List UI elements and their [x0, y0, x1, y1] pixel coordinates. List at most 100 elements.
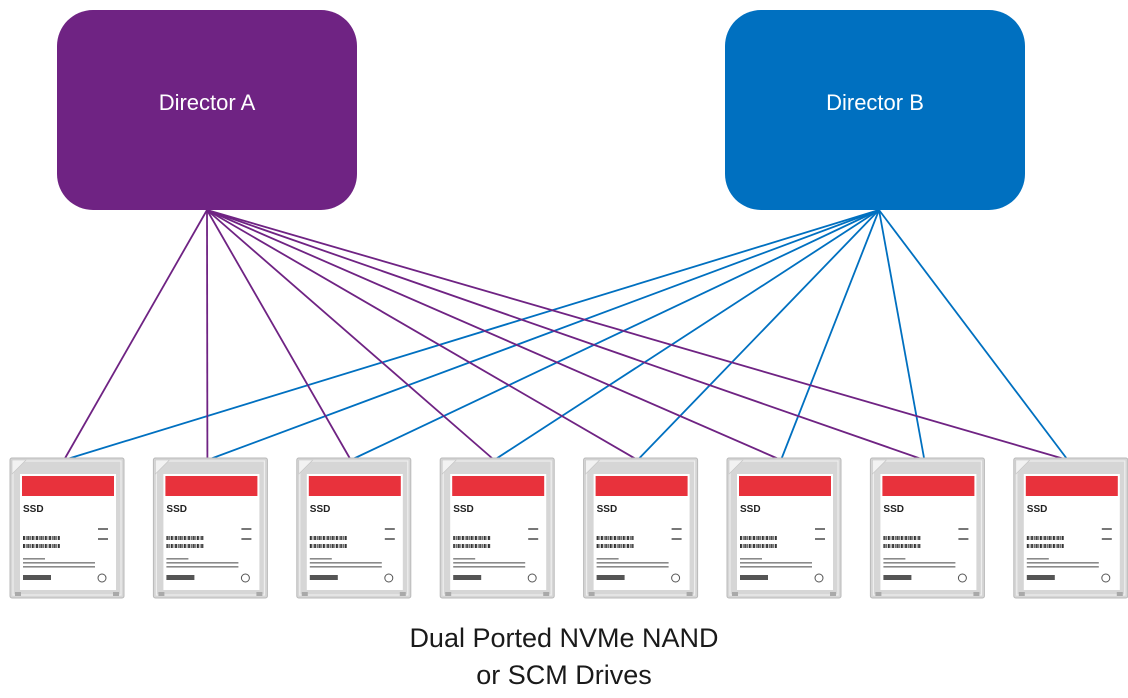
drive-barcode-2 — [740, 544, 777, 548]
drive-fine-print-mark — [671, 528, 682, 530]
drive-fine-print-line — [740, 566, 812, 568]
drive-cert-marks — [23, 575, 51, 580]
drive-cert-marks — [166, 575, 195, 580]
drive-barcode-1 — [740, 536, 777, 540]
drive-screw-notch — [973, 592, 980, 596]
link-director-a-drive-6 — [206, 209, 782, 461]
drive-screw-notch — [543, 592, 550, 596]
drive-cert-circle — [97, 573, 107, 583]
drive-barcode-1 — [883, 536, 921, 540]
drive-barcode-1 — [166, 536, 204, 540]
drive-fine-print-line — [166, 558, 189, 560]
drive-fine-print-mark — [384, 538, 395, 540]
drive-screw-notch — [445, 592, 452, 596]
drive-fine-print-mark — [384, 528, 395, 530]
link-director-b-drive-3 — [350, 209, 880, 461]
drive-casing-edge — [872, 460, 983, 596]
link-director-a-drive-7 — [206, 209, 925, 461]
drive-barcode-1 — [596, 536, 634, 540]
drive-fine-print-line — [23, 562, 95, 564]
drive-corner-tab — [11, 459, 27, 475]
drive-ssd-label: SSD — [23, 504, 44, 515]
drive-corner-tab — [441, 459, 457, 475]
caption: Dual Ported NVMe NAND or SCM Drives — [0, 620, 1128, 694]
link-director-b-drive-1 — [63, 209, 880, 461]
drive-cert-marks — [309, 575, 338, 580]
drive-ssd-label: SSD — [740, 504, 761, 515]
ssd-drive-4: SSD — [439, 457, 555, 599]
drive-fine-print-mark — [1101, 528, 1112, 530]
drive-ssd-label: SSD — [883, 504, 904, 515]
drive-fine-print-mark — [528, 528, 539, 530]
drive-cert-marks — [1026, 575, 1055, 580]
drive-casing-edge — [12, 460, 122, 596]
drive-fine-print-line — [596, 566, 669, 568]
drive-fine-print-line — [23, 566, 95, 568]
drive-fine-print-mark — [241, 528, 252, 530]
link-director-b-drive-7 — [878, 209, 926, 461]
drive-fine-print-line — [883, 558, 906, 560]
ssd-drive-1: SSD — [9, 457, 125, 599]
drive-red-band — [452, 476, 545, 496]
drive-fine-print-mark — [98, 538, 108, 540]
ssd-drive-8: SSD — [1013, 457, 1128, 599]
drive-fine-print-line — [740, 562, 812, 564]
drive-fine-print-mark — [958, 538, 969, 540]
drive-barcode-1 — [23, 536, 60, 540]
drive-cert-circle — [384, 573, 394, 583]
link-director-a-drive-5 — [206, 209, 639, 461]
drive-casing-edge — [585, 460, 696, 596]
link-director-a-drive-8 — [206, 209, 1069, 461]
link-director-b-drive-8 — [878, 209, 1069, 461]
drive-fine-print-line — [166, 562, 239, 564]
drive-screw-notch — [113, 592, 119, 596]
drive-cert-circle — [957, 573, 967, 583]
drive-screw-notch — [399, 592, 406, 596]
drive-fine-print-line — [166, 566, 239, 568]
ssd-drive-5: SSD — [583, 457, 699, 599]
drive-barcode-2 — [596, 544, 634, 548]
drive-corner-tab — [728, 459, 744, 475]
drive-fine-print-line — [596, 558, 619, 560]
drive-screw-notch — [301, 592, 308, 596]
drive-fine-print-mark — [241, 538, 252, 540]
drive-ssd-label: SSD — [166, 504, 187, 515]
drive-ssd-label: SSD — [310, 504, 331, 515]
drive-fine-print-mark — [958, 528, 969, 530]
drive-screw-notch — [256, 592, 263, 596]
drive-red-band — [1025, 476, 1118, 496]
drive-cert-circle — [1101, 573, 1111, 583]
drive-screw-notch — [1018, 592, 1025, 596]
drive-fine-print-line — [309, 562, 382, 564]
link-director-b-drive-6 — [780, 209, 880, 461]
drive-screw-notch — [158, 592, 165, 596]
drive-fine-print-line — [453, 562, 526, 564]
drive-barcode-2 — [23, 544, 60, 548]
link-director-a-drive-1 — [63, 209, 208, 461]
drive-cert-circle — [814, 573, 824, 583]
link-director-b-drive-2 — [207, 209, 880, 461]
drive-red-band — [22, 476, 114, 496]
drive-screw-notch — [732, 592, 738, 596]
drive-ssd-label: SSD — [453, 504, 474, 515]
drive-fine-print-line — [596, 562, 669, 564]
drive-barcode-1 — [309, 536, 347, 540]
drive-red-band — [595, 476, 688, 496]
drive-fine-print-mark — [815, 538, 825, 540]
drive-screw-notch — [830, 592, 836, 596]
drive-fine-print-mark — [671, 538, 682, 540]
drive-corner-tab — [155, 459, 171, 475]
drive-corner-tab — [872, 459, 888, 475]
drive-cert-marks — [453, 575, 482, 580]
drive-fine-print-line — [1026, 566, 1099, 568]
link-director-b-drive-5 — [636, 209, 880, 461]
drive-ssd-label: SSD — [1027, 504, 1048, 515]
drive-corner-tab — [585, 459, 601, 475]
drive-corner-tab — [298, 459, 314, 475]
caption-line-1: Dual Ported NVMe NAND — [409, 623, 719, 653]
drive-fine-print-line — [883, 562, 956, 564]
drive-fine-print-line — [883, 566, 956, 568]
link-director-b-drive-4 — [493, 209, 880, 461]
drive-fine-print-line — [23, 558, 45, 560]
